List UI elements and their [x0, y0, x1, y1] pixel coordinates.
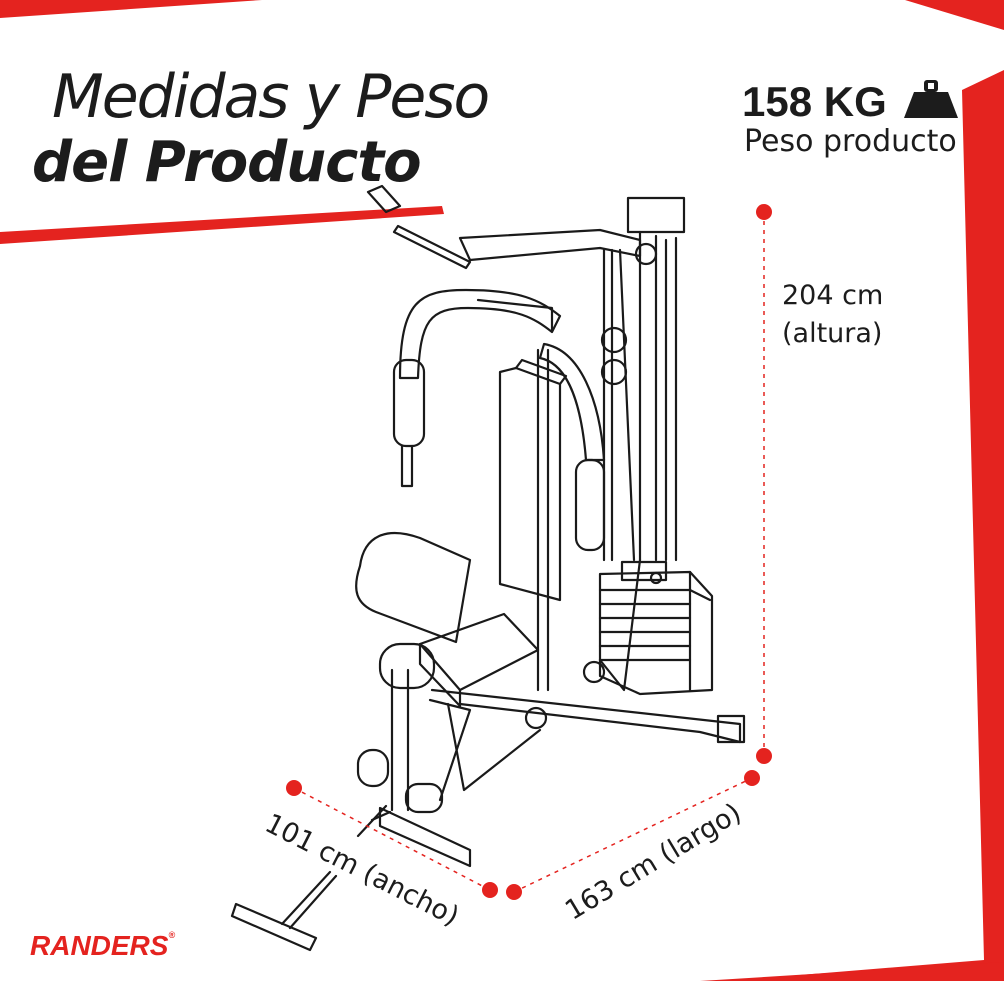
length-start-dot	[506, 884, 522, 900]
title-line-2: del Producto	[32, 130, 422, 195]
title-line-1: Medidas y Peso	[52, 62, 490, 132]
height-value: 204 cm	[782, 280, 884, 311]
title-underline-red	[0, 206, 444, 244]
top-left-red-corner	[0, 0, 262, 18]
top-right-red-corner	[905, 0, 1004, 30]
height-top-dot	[756, 204, 772, 220]
weight-label: Peso producto	[744, 124, 957, 159]
right-red-band	[726, 70, 1004, 981]
weight-value: 158 KG	[742, 78, 887, 125]
width-end-dot	[482, 882, 498, 898]
width-start-dot	[286, 780, 302, 796]
width-guide-line	[293, 787, 491, 891]
height-label: (altura)	[782, 318, 883, 349]
brand-logo: RANDERS®	[30, 930, 175, 962]
brand-registered-mark: ®	[168, 930, 176, 940]
bottom-red-corner	[700, 962, 1004, 981]
length-guide-line	[513, 777, 753, 893]
height-bottom-dot	[756, 748, 772, 764]
length-end-dot	[744, 770, 760, 786]
weight-icon	[904, 80, 958, 118]
brand-name: RANDERS	[30, 930, 169, 961]
